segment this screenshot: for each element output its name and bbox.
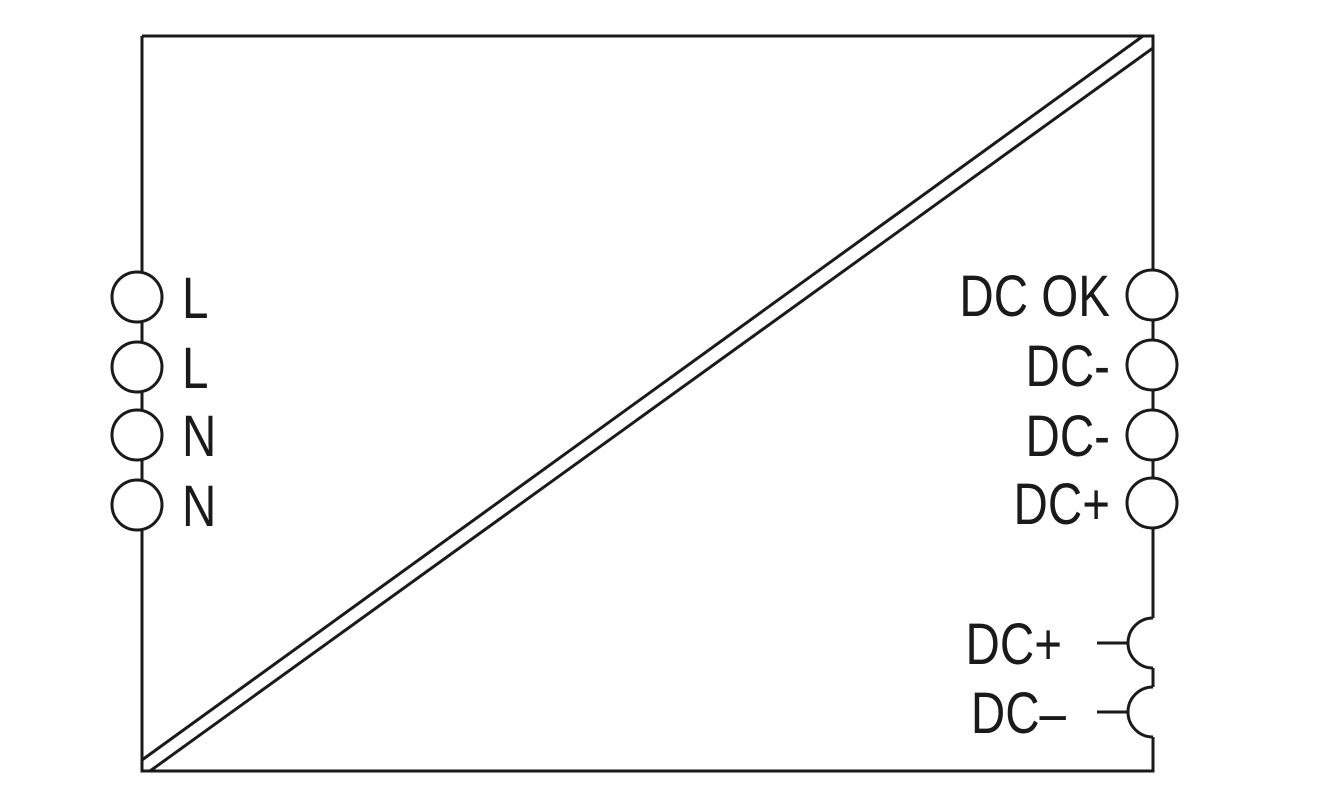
diagonal-line-lower (149, 46, 1154, 773)
diagonal-line-upper (141, 34, 1144, 762)
output-label-dc-minus-2: DC- (1025, 405, 1110, 470)
output-terminal-3 (1125, 408, 1179, 462)
plug-label-dc-plus: DC+ (966, 613, 1062, 678)
output-label-dc-ok: DC OK (959, 265, 1110, 330)
output-label-dc-minus-1: DC- (1025, 335, 1110, 400)
output-terminal-4 (1125, 476, 1179, 530)
input-label-3: N (182, 405, 216, 470)
block-outline (140, 34, 1155, 773)
output-terminal-2 (1125, 338, 1179, 392)
input-terminal-4 (110, 478, 164, 532)
plug-socket-1 (1097, 616, 1154, 670)
input-label-4: N (182, 475, 216, 540)
input-label-2: L (182, 337, 208, 402)
plug-label-dc-minus: DC– (971, 682, 1067, 747)
input-terminal-2 (110, 340, 164, 394)
input-terminal-3 (110, 408, 164, 462)
plug-socket-2 (1097, 685, 1154, 739)
output-label-dc-plus: DC+ (1014, 473, 1110, 538)
output-terminal-1 (1125, 268, 1179, 322)
input-label-1: L (182, 267, 208, 332)
input-terminal-1 (110, 270, 164, 324)
